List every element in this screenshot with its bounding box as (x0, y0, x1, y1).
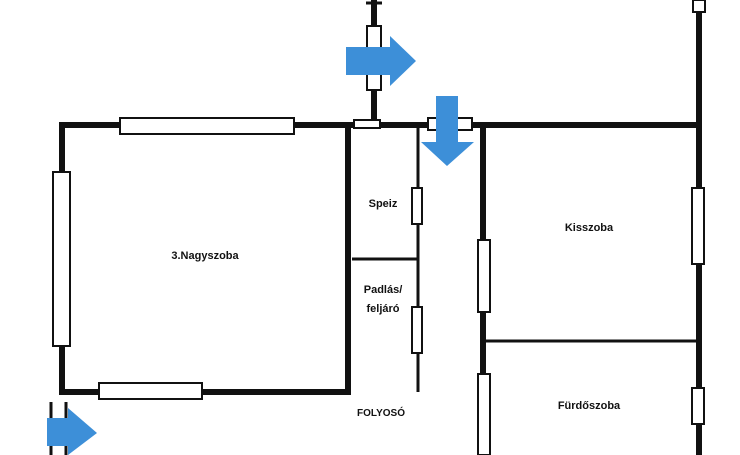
furdoszoba-door (477, 373, 491, 455)
label-kisszoba: Kisszoba (565, 222, 614, 234)
arrow-right-icon (47, 408, 97, 455)
arrow-right-icon (346, 36, 416, 86)
kisszoba-door (477, 239, 491, 313)
window-top-nagyszoba (119, 117, 295, 135)
label-furdoszoba: Fürdőszoba (558, 400, 621, 412)
label-padlas-1: Padlás/ (364, 284, 403, 296)
padlas-door (411, 306, 423, 354)
right-rooms-block (477, 109, 705, 455)
nagyszoba-left-wall (52, 122, 71, 395)
speiz-column (352, 128, 423, 392)
kisszoba-window (691, 187, 705, 265)
label-folyoso: FOLYOSÓ (357, 406, 405, 419)
furdoszoba-window (691, 387, 705, 425)
window-bottom-nagyszoba (98, 382, 203, 400)
label-speiz: Speiz (369, 198, 398, 210)
window-top-hall (353, 119, 381, 129)
nagyszoba-bottom-wall (59, 382, 351, 400)
label-padlas-2: feljáró (366, 303, 399, 315)
arrow-down-icon (421, 96, 474, 166)
label-nagyszoba: 3.Nagyszoba (171, 250, 239, 262)
speiz-door (411, 187, 423, 225)
right-top-vertical-wall (692, 0, 706, 115)
nagyszoba-top-wall (59, 117, 483, 135)
window-left-nagyszoba (52, 171, 71, 347)
